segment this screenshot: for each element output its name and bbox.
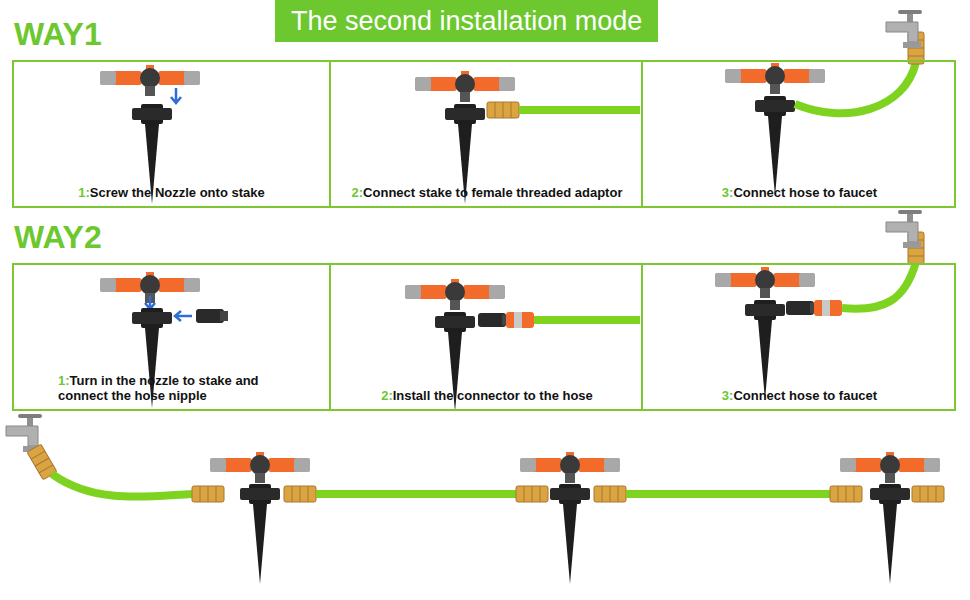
step-panel: 1:Turn in the nozzle to stake and connec… bbox=[14, 265, 329, 409]
step-caption: 1:Screw the Nozzle onto stake bbox=[14, 185, 329, 200]
step-caption: 3:Connect hose to faucet bbox=[643, 185, 956, 200]
step-panel: 3:Connect hose to faucet bbox=[641, 265, 954, 409]
step-row: WAY11:Screw the Nozzle onto stake2:Conne… bbox=[12, 60, 956, 208]
row-heading: WAY1 bbox=[14, 14, 102, 54]
step-number: 1: bbox=[58, 373, 70, 388]
step-number: 3: bbox=[722, 185, 734, 200]
step-panel: 2:Install the connector to the hose bbox=[329, 265, 641, 409]
step-number: 2: bbox=[381, 388, 393, 403]
row-heading: WAY2 bbox=[14, 217, 102, 257]
step-row: WAY21:Turn in the nozzle to stake and co… bbox=[12, 263, 956, 411]
step-caption: 2:Connect stake to female threaded adapt… bbox=[331, 185, 643, 200]
step-panel: 1:Screw the Nozzle onto stake bbox=[14, 62, 329, 206]
step-text: Install the connector to the hose bbox=[393, 388, 593, 403]
step-caption: 3:Connect hose to faucet bbox=[643, 388, 956, 403]
step-panel: 3:Connect hose to faucet bbox=[641, 62, 954, 206]
step-number: 2: bbox=[352, 185, 364, 200]
step-number: 1: bbox=[78, 185, 90, 200]
step-caption: 2:Install the connector to the hose bbox=[331, 388, 643, 403]
step-text: Connect hose to faucet bbox=[733, 388, 877, 403]
step-text: Screw the Nozzle onto stake bbox=[90, 185, 265, 200]
step-panel: 2:Connect stake to female threaded adapt… bbox=[329, 62, 641, 206]
step-text: Turn in the nozzle to stake and connect … bbox=[58, 373, 259, 403]
step-caption: 1:Turn in the nozzle to stake and connec… bbox=[58, 373, 308, 403]
title-banner: The second installation mode bbox=[275, 0, 658, 42]
step-number: 3: bbox=[722, 388, 734, 403]
step-text: Connect stake to female threaded adaptor bbox=[363, 185, 622, 200]
step-text: Connect hose to faucet bbox=[733, 185, 877, 200]
